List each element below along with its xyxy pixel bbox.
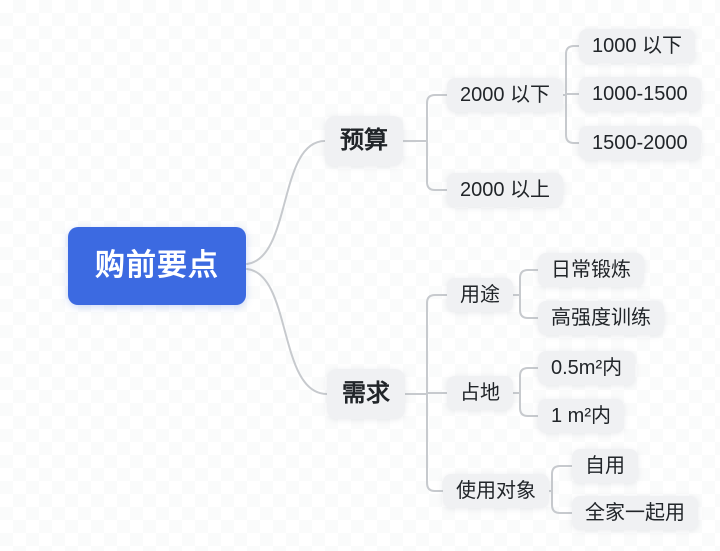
node-within-half-sqm[interactable]: 0.5m²内 xyxy=(538,351,636,385)
node-1500-2000[interactable]: 1500-2000 xyxy=(579,126,701,160)
node-1000-1500[interactable]: 1000-1500 xyxy=(579,77,701,111)
node-under-1000[interactable]: 1000 以下 xyxy=(579,29,696,63)
node-daily-exercise[interactable]: 日常锻炼 xyxy=(538,253,644,287)
node-self-use[interactable]: 自用 xyxy=(572,449,638,483)
edge-budget-trunk xyxy=(402,94,448,191)
edge-requirements-trunk xyxy=(398,294,448,492)
node-budget[interactable]: 预算 xyxy=(325,116,403,166)
node-footprint[interactable]: 占地 xyxy=(447,376,513,410)
node-requirements[interactable]: 需求 xyxy=(327,369,405,419)
node-within-one-sqm[interactable]: 1 m²内 xyxy=(538,399,624,433)
edge-root-budget xyxy=(246,140,326,265)
node-target-users[interactable]: 使用对象 xyxy=(443,474,549,508)
node-root-purchase-points[interactable]: 购前要点 xyxy=(68,227,246,305)
node-high-intensity-training[interactable]: 高强度训练 xyxy=(538,301,664,335)
node-family-use[interactable]: 全家一起用 xyxy=(572,496,698,530)
node-under-2000[interactable]: 2000 以下 xyxy=(447,78,564,112)
node-over-2000[interactable]: 2000 以上 xyxy=(447,173,564,207)
edge-root-requirements xyxy=(246,268,328,395)
connector-group xyxy=(246,45,580,514)
node-usage-purpose[interactable]: 用途 xyxy=(447,278,513,312)
